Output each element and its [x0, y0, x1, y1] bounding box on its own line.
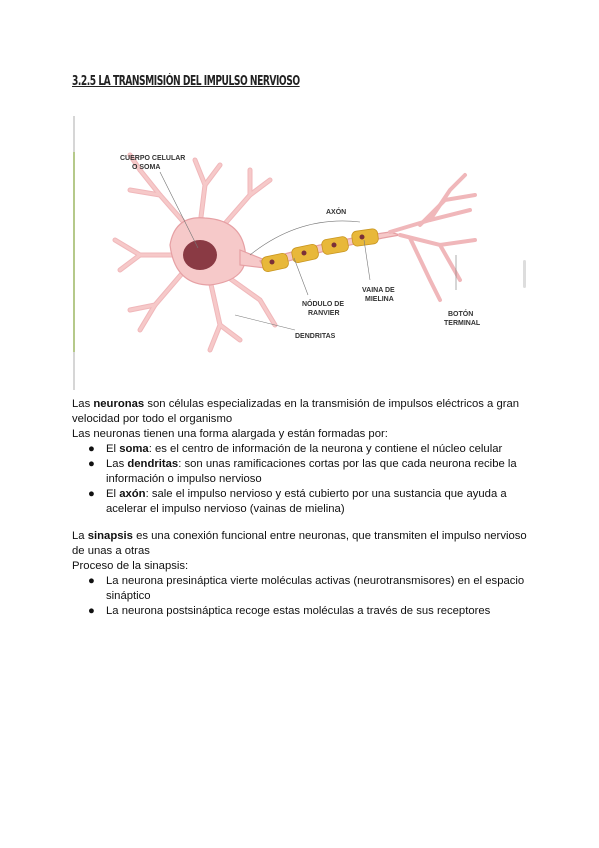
margin-line-grey — [73, 116, 75, 152]
scroll-marker — [523, 260, 526, 288]
margin-line-green — [73, 152, 75, 352]
section-title: 3.2.5 LA TRANSMISIÓN DEL IMPULSO NERVIOS… — [72, 74, 300, 89]
label-soma-2: O SOMA — [132, 164, 160, 171]
list-item: ●El axón: sale el impulso nervioso y est… — [88, 488, 507, 515]
label-vaina-1: VAINA DE — [362, 287, 395, 294]
list-item: ●La neurona postsináptica recoge estas m… — [88, 605, 491, 617]
sinapsis-list: ●La neurona presináptica vierte molécula… — [72, 574, 527, 619]
list-item: ●El soma: es el centro de información de… — [88, 443, 503, 455]
label-dendritas: DENDRITAS — [295, 333, 336, 340]
list-item: ●Las dendritas: son unas ramificaciones … — [88, 458, 517, 485]
neuronas-section: Las neuronas son células especializadas … — [72, 397, 527, 517]
label-boton-2: TERMINAL — [444, 320, 481, 327]
label-nodulo-2: RANVIER — [308, 310, 340, 317]
neuronas-list: ●El soma: es el centro de información de… — [72, 442, 527, 517]
label-axon: AXÓN — [326, 207, 346, 216]
margin-line-grey-bottom — [73, 352, 75, 390]
label-boton-1: BOTÓN — [448, 309, 473, 318]
label-nodulo-1: NÓDULO DE — [302, 299, 344, 308]
neuronas-intro: Las neuronas son células especializadas … — [72, 398, 520, 425]
label-soma-1: CUERPO CELULAR — [120, 155, 185, 162]
sinapsis-process-title: Proceso de la sinapsis: — [72, 560, 189, 572]
neuron-illustration: CUERPO CELULAR O SOMA AXÓN VAINA DE MIEL… — [112, 152, 481, 353]
label-vaina-2: MIELINA — [365, 296, 394, 303]
sinapsis-section: La sinapsis es una conexión funcional en… — [72, 529, 527, 619]
list-item: ●La neurona presináptica vierte molécula… — [88, 575, 525, 602]
neuron-diagram: CUERPO CELULAR O SOMA AXÓN VAINA DE MIEL… — [100, 140, 500, 360]
neuronas-structure-intro: Las neuronas tienen una forma alargada y… — [72, 428, 388, 440]
sinapsis-intro: La sinapsis es una conexión funcional en… — [72, 530, 527, 557]
